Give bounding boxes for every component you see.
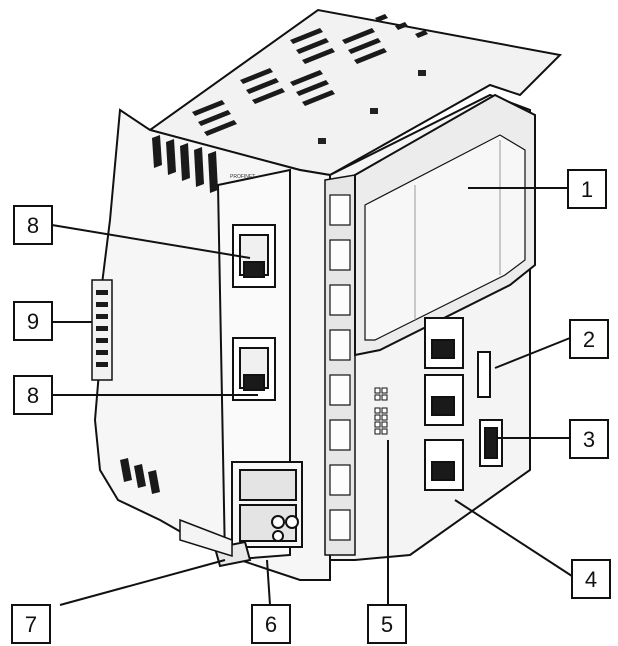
callout-3: 3 — [569, 419, 609, 459]
callout-label: 6 — [265, 612, 277, 637]
side-fins — [152, 135, 218, 193]
callout-7: 7 — [11, 604, 51, 644]
callout-label: 5 — [381, 612, 393, 637]
callout-label: 8 — [27, 213, 39, 238]
callout-5: 5 — [367, 604, 407, 644]
callout-8-upper: 8 — [13, 205, 53, 245]
sd-card-slot — [477, 351, 491, 398]
callout-label: 3 — [583, 427, 595, 452]
top-vents — [192, 14, 428, 136]
led-indicators — [374, 387, 388, 435]
din-rail-foot — [179, 518, 233, 558]
usb-port — [479, 419, 503, 467]
callout-6: 6 — [251, 604, 291, 644]
rj45-port-lower — [232, 337, 276, 401]
callout-4: 4 — [571, 559, 611, 599]
display-cover-face — [364, 134, 526, 341]
bottom-vents — [120, 458, 160, 494]
callout-8-lower: 8 — [13, 375, 53, 415]
power-connector — [231, 461, 303, 548]
callout-label: 4 — [585, 567, 597, 592]
callout-label: 9 — [27, 309, 39, 334]
leader-lines — [51, 187, 576, 606]
side-connector-strip — [91, 279, 113, 381]
callout-label: 2 — [583, 327, 595, 352]
callout-2: 2 — [569, 319, 609, 359]
callout-1: 1 — [567, 169, 607, 209]
terminal-slots — [329, 194, 351, 541]
callout-label: 8 — [27, 383, 39, 408]
rj45-ports-right — [424, 317, 464, 491]
device-marking-top: PROFINET — [230, 174, 255, 180]
callout-label: 7 — [25, 612, 37, 637]
top-screw-holes — [318, 70, 426, 144]
callout-9: 9 — [13, 301, 53, 341]
terminal-column — [324, 174, 356, 556]
callout-label: 1 — [581, 177, 593, 202]
